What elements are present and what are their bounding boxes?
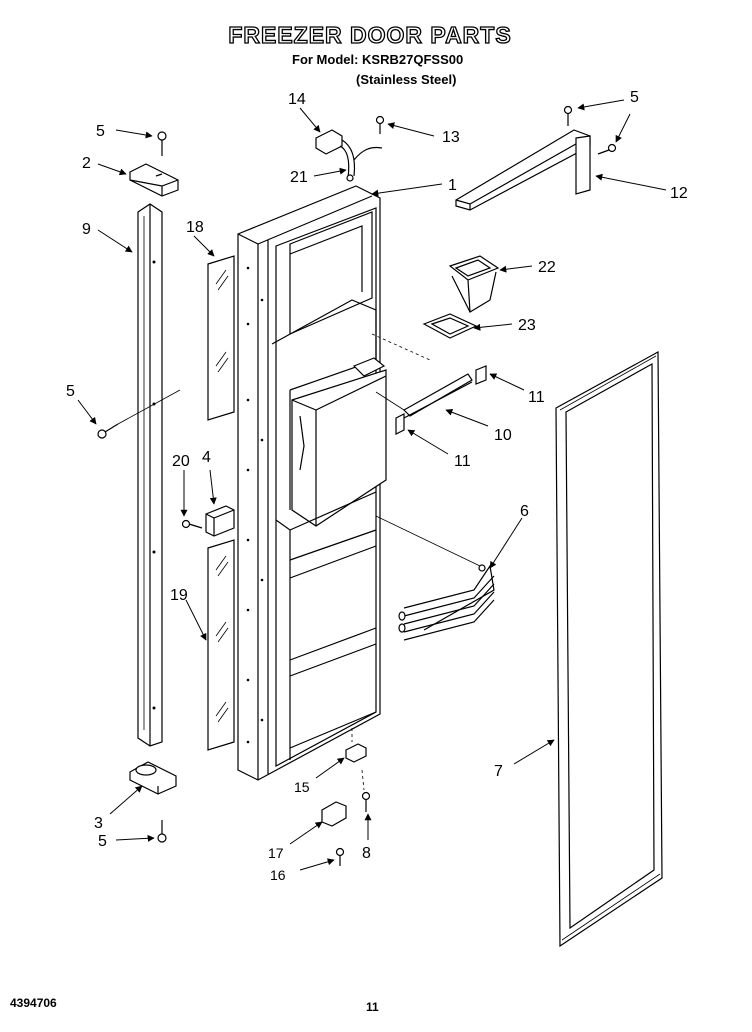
part-18-upper-panel	[207, 255, 235, 421]
callout-5-bottom-hinge-screw: 5	[98, 833, 107, 850]
document-number: 4394706	[10, 996, 57, 1010]
finish-label: (Stainless Steel)	[356, 72, 457, 87]
callout-9: 9	[82, 221, 91, 238]
callout-11-upper: 11	[528, 389, 545, 406]
part-19-lower-panel	[207, 539, 235, 751]
part-5-screw-mid-left	[97, 389, 181, 439]
callout-8: 8	[362, 845, 371, 862]
part-16-screw	[335, 847, 345, 866]
callout-10: 10	[494, 427, 512, 444]
callout-21: 21	[290, 169, 308, 186]
callout-22: 22	[538, 259, 556, 276]
part-1-door-liner	[237, 185, 387, 781]
part-14-wire-connector	[315, 129, 383, 182]
callout-5-trim-screw: 5	[66, 383, 75, 400]
part-12-top-bracket	[455, 129, 591, 211]
callout-20: 20	[172, 453, 190, 470]
callout-6: 6	[520, 503, 529, 520]
callout-labels: 5 2 9 5 3 5 18 19 20 4 14 21 13 1 5 12 2…	[66, 89, 688, 883]
callout-13: 13	[442, 129, 460, 146]
part-11-end-cap-upper	[475, 365, 487, 385]
callout-1: 1	[448, 177, 457, 194]
page-number: 11	[366, 1000, 379, 1014]
part-11-end-cap-lower	[395, 413, 405, 435]
part-10-rail	[375, 373, 473, 419]
model-number: For Model: KSRB27QFSS00	[292, 52, 464, 67]
part-5-screw-bracket-side	[597, 143, 617, 155]
part-23-chute-gasket	[371, 313, 478, 361]
part-5-screw-bottom-left	[157, 820, 167, 843]
callout-14: 14	[288, 91, 306, 108]
part-5-screw-top-left	[157, 131, 167, 156]
callout-4: 4	[202, 449, 211, 466]
callout-7: 7	[494, 763, 503, 780]
part-9-door-trim	[137, 203, 163, 747]
callout-11-lower: 11	[454, 453, 471, 470]
page-title: FREEZER DOOR PARTS	[228, 21, 512, 48]
callout-18: 18	[186, 219, 204, 236]
part-3-bottom-hinge	[129, 761, 177, 795]
part-20-screw	[181, 519, 203, 529]
callout-15: 15	[294, 779, 310, 795]
callout-23: 23	[518, 317, 536, 334]
part-7-door-gasket	[555, 350, 663, 948]
part-2-top-hinge	[129, 163, 179, 197]
callout-2: 2	[82, 155, 91, 172]
callout-12: 12	[670, 185, 688, 202]
callout-3: 3	[94, 815, 103, 832]
callout-19: 19	[170, 587, 188, 604]
part-8-screw	[361, 769, 371, 812]
callout-leaders	[77, 99, 667, 871]
part-17-hinge-pin	[321, 801, 347, 827]
part-13-screw	[375, 115, 385, 134]
part-22-ice-chute	[448, 255, 500, 313]
callout-17: 17	[268, 845, 284, 861]
callout-16: 16	[270, 867, 286, 883]
door-liner-holes	[246, 266, 264, 744]
part-6-heater-assembly	[375, 515, 495, 641]
part-4-clip	[205, 505, 235, 537]
part-5-screw-bracket-top	[563, 105, 573, 126]
part-15-hinge-bushing	[345, 728, 367, 763]
callout-5-top-hinge-screw: 5	[96, 123, 105, 140]
callout-5-bracket-screw: 5	[630, 89, 639, 106]
